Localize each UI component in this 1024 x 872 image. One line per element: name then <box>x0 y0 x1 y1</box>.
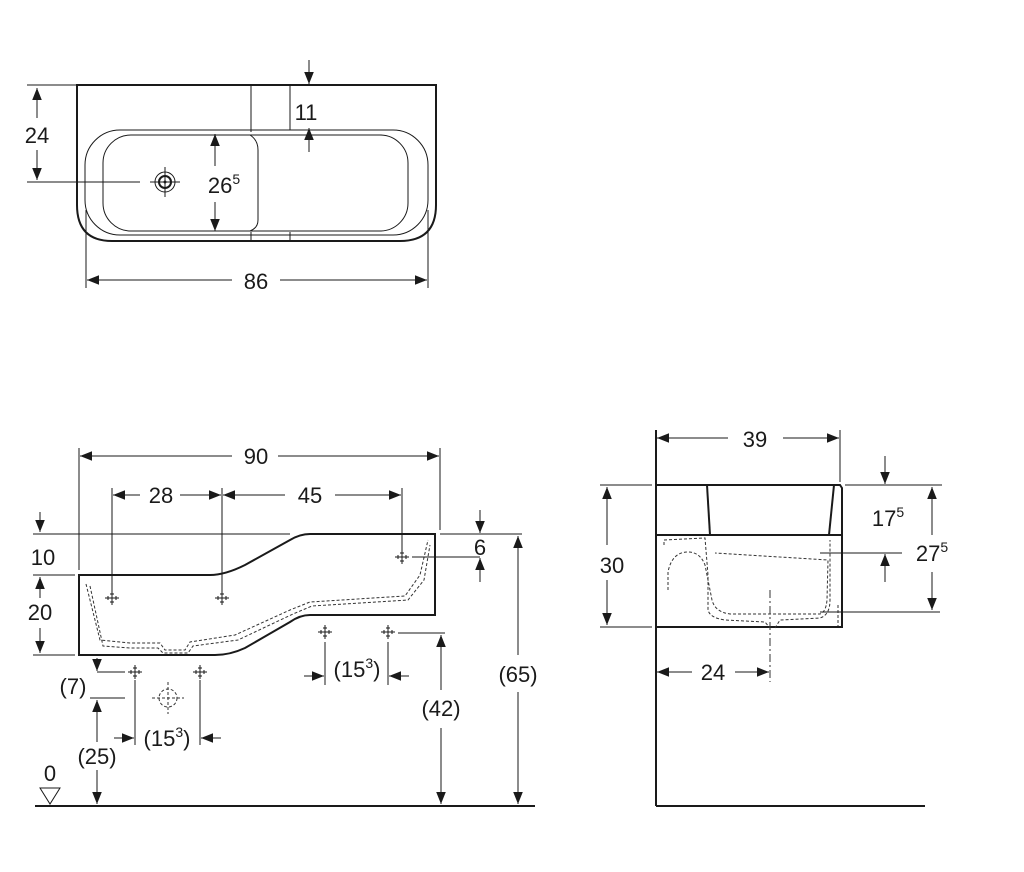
dim-24-side: 24 <box>701 660 725 685</box>
basin-bowl <box>102 134 409 232</box>
dim-42: (42) <box>421 696 460 721</box>
dim-7: (7) <box>60 674 87 699</box>
dim-15-3-upper: (153) <box>334 655 381 682</box>
tap-hole-icon <box>150 167 180 197</box>
dim-28: 28 <box>149 483 173 508</box>
floor-level-triangle-icon <box>39 787 61 805</box>
basin-outline <box>76 84 437 242</box>
dim-6: 6 <box>474 535 486 560</box>
dim-20: 20 <box>28 600 52 625</box>
dim-45: 45 <box>298 483 322 508</box>
front-outline <box>78 533 436 656</box>
dim-86: 86 <box>244 269 268 294</box>
dim-26-5: 265 <box>208 171 240 198</box>
floor-level-label: 0 <box>44 761 56 786</box>
side-outline <box>656 484 843 628</box>
dim-15-3-lower: (153) <box>144 724 191 751</box>
dim-90: 90 <box>244 444 268 469</box>
dim-39: 39 <box>743 427 767 452</box>
top-view: 24 265 11 86 <box>25 60 437 294</box>
dim-17-5: 175 <box>872 504 904 531</box>
side-view: 39 30 175 275 24 <box>600 427 948 807</box>
dim-24: 24 <box>25 123 49 148</box>
dim-25: (25) <box>77 744 116 769</box>
dim-11: 11 <box>295 100 318 125</box>
front-view: 90 28 45 10 20 (7) (25) (153) <box>28 444 538 807</box>
drain-position-icon <box>152 682 184 714</box>
dim-27-5: 275 <box>916 539 948 566</box>
dim-30: 30 <box>600 553 624 578</box>
dim-10: 10 <box>31 545 55 570</box>
dim-65: (65) <box>498 662 537 687</box>
